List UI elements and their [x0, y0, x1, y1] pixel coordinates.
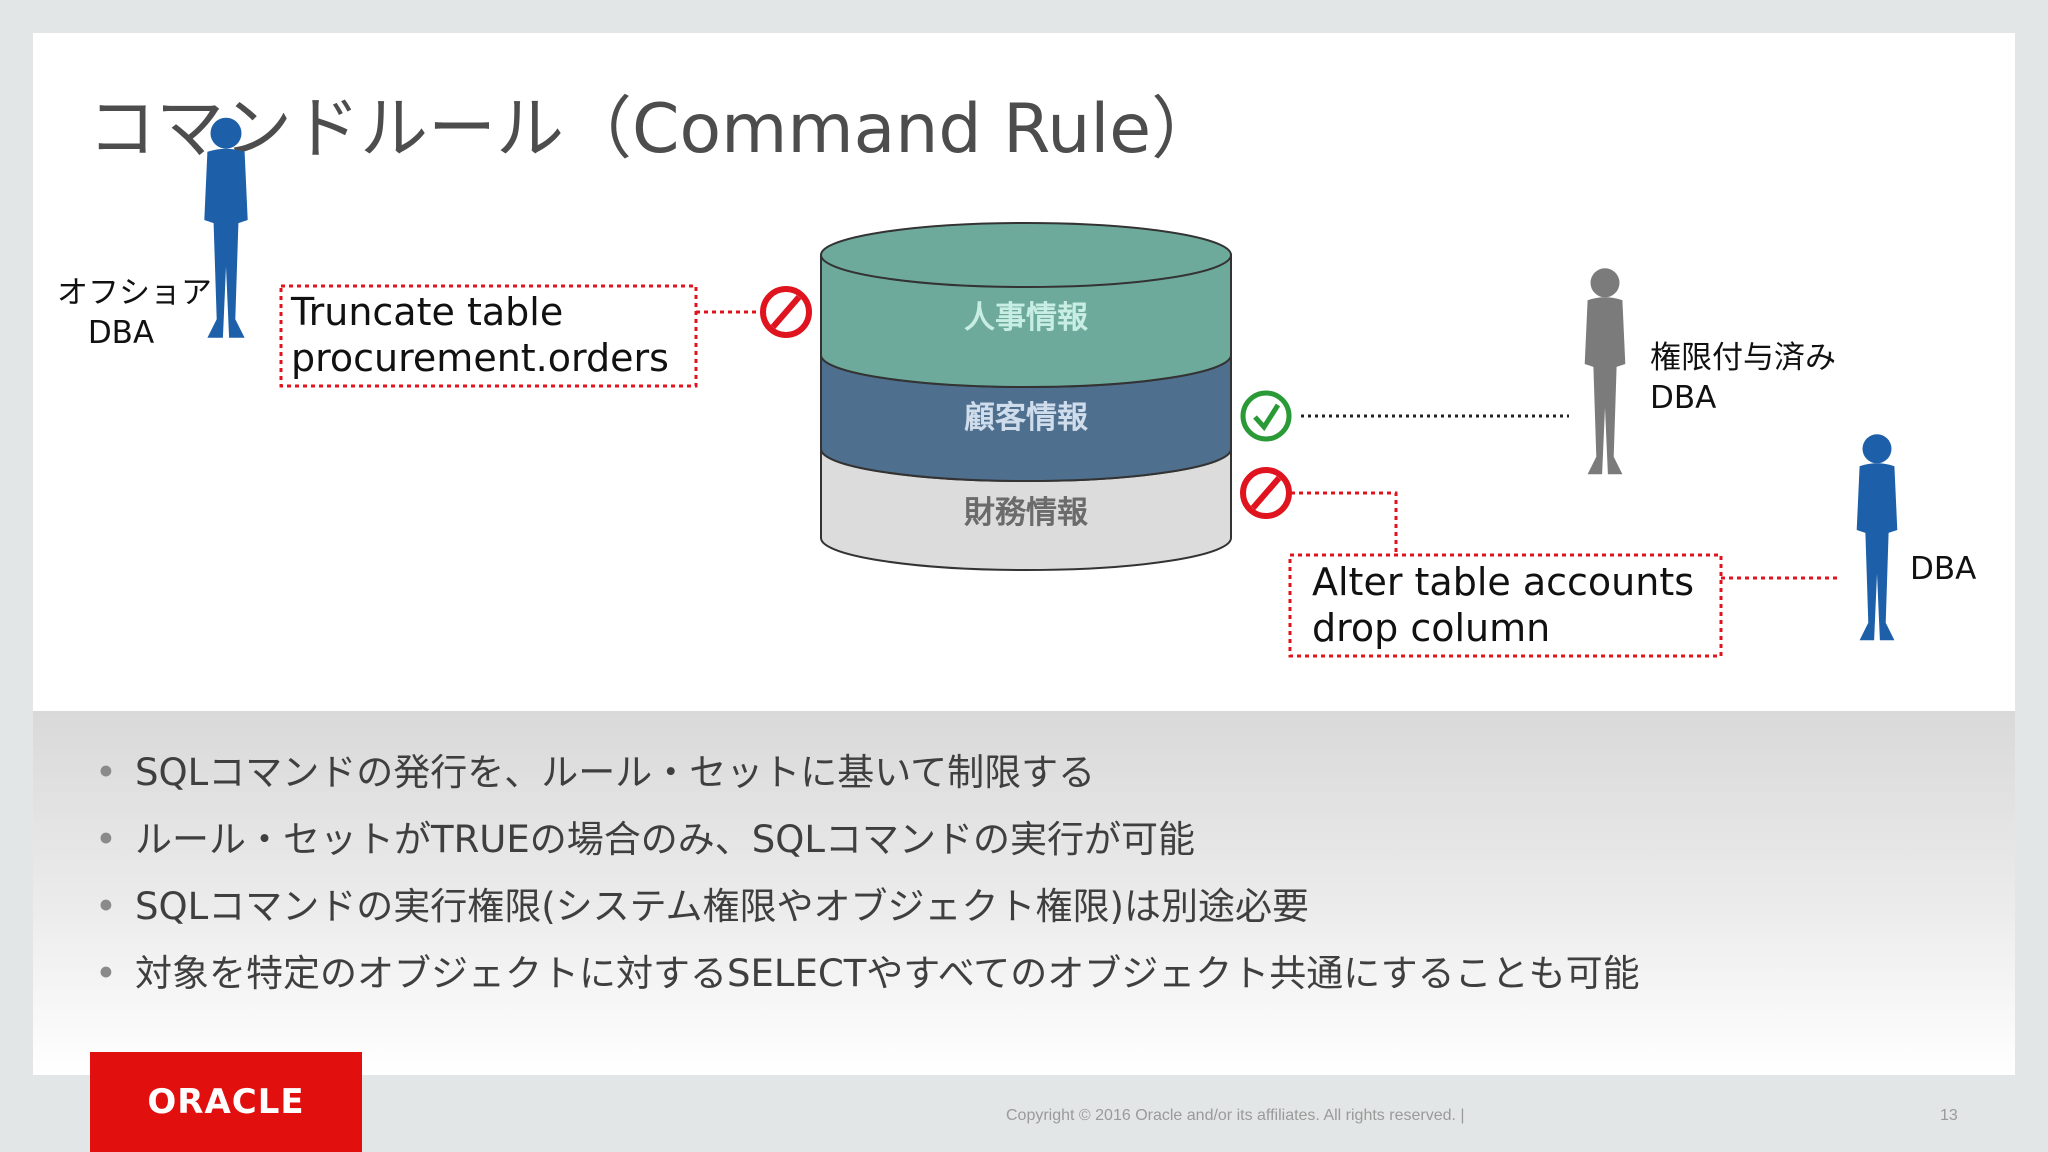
- truncate-command-box: [279, 284, 698, 388]
- allow-check-circle-icon: [1240, 390, 1292, 442]
- alter-command-box: [1288, 553, 1723, 658]
- deny-truncate-prohibited-icon: [760, 286, 812, 338]
- tier-label-customer: 顧客情報: [964, 400, 1089, 436]
- bullet-item: • 対象を特定のオブジェクトに対するSELECTやすべてのオブジェクト共通にするこ…: [95, 940, 1640, 1007]
- deny-alter-prohibited-icon: [1240, 467, 1292, 519]
- bullet-item: • ルール・セットがTRUEの場合のみ、SQLコマンドの実行が可能: [95, 806, 1640, 873]
- truncate-command-line1: Truncate table: [291, 290, 564, 334]
- bullet-marker: •: [95, 751, 117, 794]
- offshore-dba-label: オフショア DBA: [57, 273, 212, 353]
- offshore-dba-label-line2: DBA: [87, 315, 155, 351]
- oracle-logo-text: ORACLE: [147, 1082, 305, 1122]
- bullet-list: • SQLコマンドの発行を、ルール・セットに基いて制限する • ルール・セットがTR…: [95, 739, 1640, 1007]
- tier-label-hr: 人事情報: [964, 300, 1089, 336]
- bullet-text: SQLコマンドの発行を、ルール・セットに基いて制限する: [135, 751, 1096, 794]
- dba-label: DBA: [1910, 551, 1977, 587]
- privileged-dba-label: 権限付与済み DBA: [1650, 338, 1836, 418]
- page-number: 13: [1940, 1107, 1958, 1124]
- tier-label-finance: 財務情報: [964, 495, 1089, 531]
- bullet-text: SQLコマンドの実行権限(システム権限やオブジェクト権限)は別途必要: [135, 885, 1309, 928]
- alter-command-line2: drop column: [1312, 606, 1551, 650]
- privileged-dba-label-line1: 権限付与済み: [1650, 340, 1836, 376]
- bullet-marker: •: [95, 818, 117, 861]
- privileged-dba-person-icon: [1584, 268, 1626, 475]
- bullet-marker: •: [95, 952, 117, 995]
- privileged-dba-label-line2: DBA: [1650, 380, 1717, 416]
- bullet-item: • SQLコマンドの発行を、ルール・セットに基いて制限する: [95, 739, 1640, 806]
- alter-command-line1: Alter table accounts: [1312, 560, 1695, 604]
- dba-person-icon: [1856, 434, 1898, 641]
- command-rule-diagram: 人事情報 顧客情報 財務情報: [204, 117, 1898, 658]
- alter-command-text: Alter table accounts drop column: [1312, 559, 1694, 651]
- truncate-command-text: Truncate table procurement.orders: [291, 289, 669, 381]
- bullet-text: 対象を特定のオブジェクトに対するSELECTやすべてのオブジェクト共通にすること…: [135, 952, 1640, 995]
- bullet-marker: •: [95, 885, 117, 928]
- copyright-notice: Copyright © 2016 Oracle and/or its affil…: [1006, 1107, 1465, 1124]
- bullet-text: ルール・セットがTRUEの場合のみ、SQLコマンドの実行が可能: [135, 818, 1195, 861]
- bullet-section: • SQLコマンドの発行を、ルール・セットに基いて制限する • ルール・セットがTR…: [33, 711, 2015, 1075]
- offshore-dba-label-line1: オフショア: [57, 275, 212, 311]
- database-cylinder: [820, 222, 1232, 571]
- page-title: コマンドルール（Command Rule）: [88, 90, 1220, 169]
- truncate-command-line2: procurement.orders: [291, 336, 669, 380]
- bullet-item: • SQLコマンドの実行権限(システム権限やオブジェクト権限)は別途必要: [95, 873, 1640, 940]
- slide: コマンドルール（Command Rule）: [33, 33, 2015, 1075]
- oracle-logo: ORACLE: [90, 1052, 362, 1152]
